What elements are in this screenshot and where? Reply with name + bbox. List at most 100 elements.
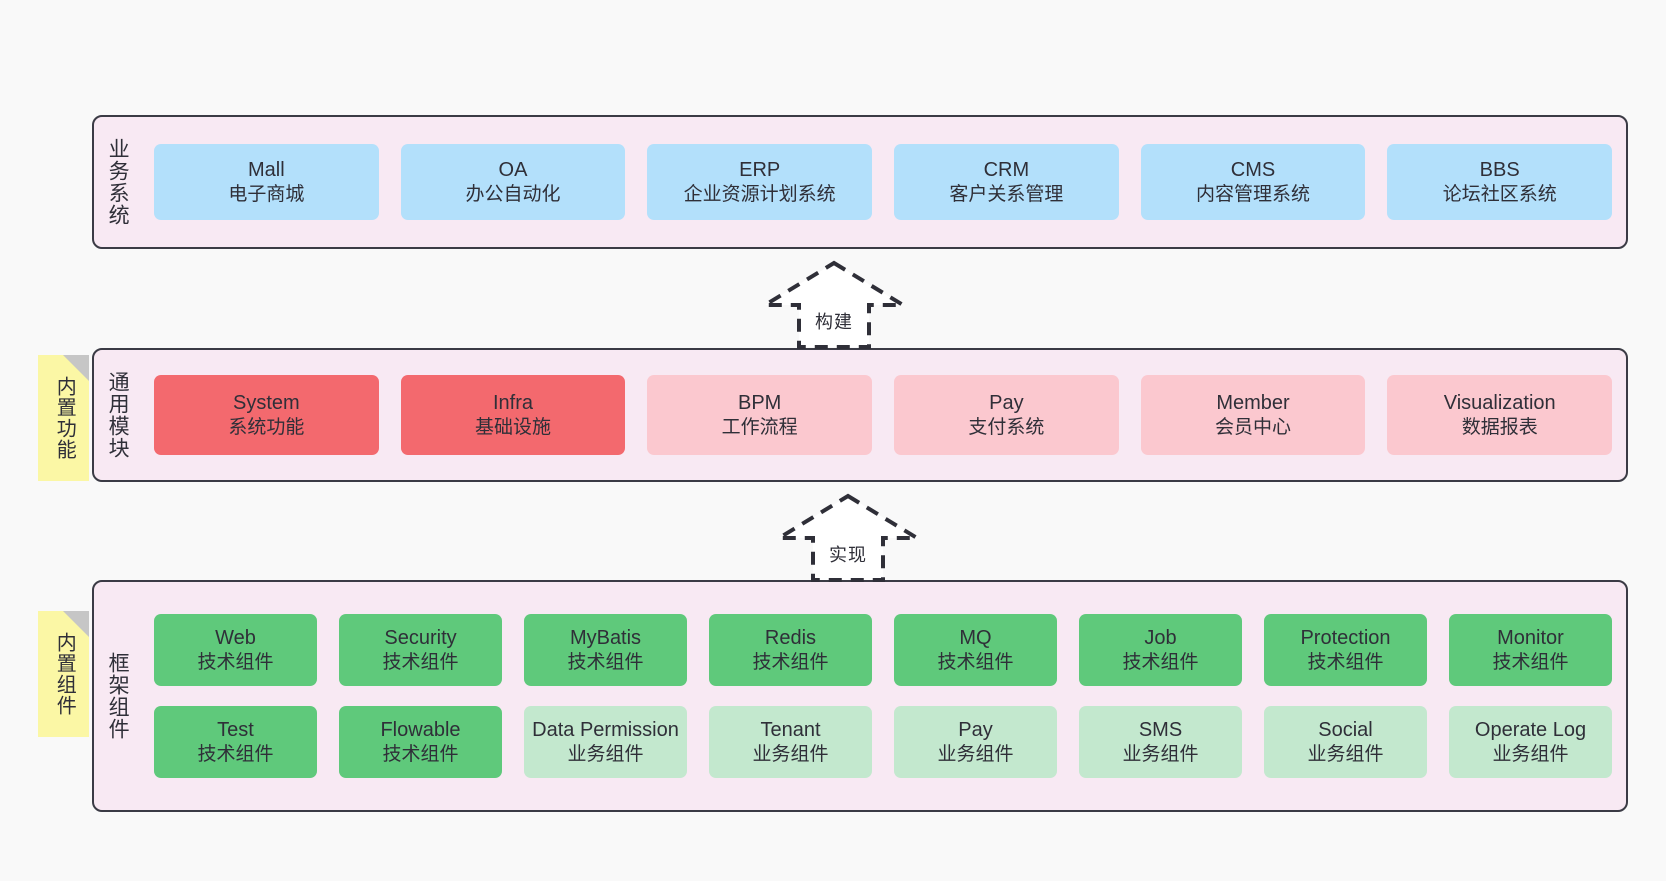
- layer-title-framework-component: 框架组件: [106, 652, 130, 740]
- card-infra[interactable]: Infra 基础设施: [400, 375, 626, 455]
- card-crm-title: CRM: [983, 158, 1030, 181]
- card-operate-log[interactable]: Operate Log 业务组件: [1449, 706, 1612, 778]
- card-test-subtitle: 技术组件: [197, 743, 274, 765]
- card-job-title: Job: [1144, 626, 1177, 649]
- card-bbs[interactable]: BBS 论坛社区系统: [1387, 144, 1613, 220]
- card-erp[interactable]: ERP 企业资源计划系统: [647, 144, 873, 220]
- card-bpm[interactable]: BPM 工作流程: [647, 375, 873, 455]
- card-flowable-subtitle: 技术组件: [382, 743, 459, 765]
- card-monitor[interactable]: Monitor 技术组件: [1449, 614, 1612, 686]
- card-sms[interactable]: SMS 业务组件: [1079, 706, 1242, 778]
- card-redis[interactable]: Redis 技术组件: [709, 614, 872, 686]
- card-oa-subtitle: 办公自动化: [465, 183, 561, 205]
- card-social-subtitle: 业务组件: [1307, 743, 1384, 765]
- card-protection[interactable]: Protection 技术组件: [1264, 614, 1427, 686]
- card-mall-subtitle: 电子商城: [228, 183, 305, 205]
- card-sms-subtitle: 业务组件: [1122, 743, 1199, 765]
- layer-body-common-module: System 系统功能 Infra 基础设施 BPM 工作流程 Pay 支付系统…: [140, 350, 1626, 480]
- card-visualization-title: Visualization: [1443, 391, 1556, 414]
- layer-title-common-module: 通用模块: [106, 371, 130, 459]
- layer-framework-component: 框架组件 Web 技术组件 Security 技术组件 MyBatis 技术组件…: [92, 580, 1628, 812]
- note-builtin-function: 内置功能: [38, 355, 89, 481]
- card-web-subtitle: 技术组件: [197, 651, 274, 673]
- card-system[interactable]: System 系统功能: [154, 375, 379, 455]
- card-oa-title: OA: [498, 158, 528, 181]
- card-erp-subtitle: 企业资源计划系统: [683, 183, 836, 205]
- card-visualization-subtitle: 数据报表: [1461, 416, 1538, 438]
- card-visualization[interactable]: Visualization 数据报表: [1387, 375, 1613, 455]
- card-member-subtitle: 会员中心: [1215, 416, 1292, 438]
- card-infra-subtitle: 基础设施: [475, 416, 552, 438]
- card-mybatis[interactable]: MyBatis 技术组件: [524, 614, 687, 686]
- card-mybatis-subtitle: 技术组件: [567, 651, 644, 673]
- card-protection-title: Protection: [1300, 626, 1391, 649]
- card-web[interactable]: Web 技术组件: [154, 614, 317, 686]
- card-test-title: Test: [217, 718, 254, 741]
- card-crm[interactable]: CRM 客户关系管理: [894, 144, 1119, 220]
- card-pay-module[interactable]: Pay 支付系统: [894, 375, 1119, 455]
- card-tenant-title: Tenant: [760, 718, 821, 741]
- layer-body-business-system: Mall 电子商城 OA 办公自动化 ERP 企业资源计划系统 CRM 客户关系…: [140, 117, 1626, 247]
- arrow-build: 构建: [757, 258, 911, 352]
- card-pay-module-subtitle: 支付系统: [968, 416, 1045, 438]
- arrow-build-icon: [757, 260, 911, 349]
- card-security-subtitle: 技术组件: [382, 651, 459, 673]
- card-member[interactable]: Member 会员中心: [1140, 375, 1366, 455]
- card-mall-title: Mall: [248, 158, 285, 181]
- arrow-implement: 实现: [771, 491, 925, 585]
- card-flowable[interactable]: Flowable 技术组件: [339, 706, 502, 778]
- card-system-title: System: [232, 391, 300, 414]
- card-pay-component[interactable]: Pay 业务组件: [894, 706, 1057, 778]
- layer-title-business-system: 业务系统: [106, 138, 130, 226]
- arrow-build-label: 构建: [815, 312, 853, 332]
- card-pay-component-subtitle: 业务组件: [937, 743, 1014, 765]
- card-protection-subtitle: 技术组件: [1307, 651, 1384, 673]
- card-social-title: Social: [1318, 718, 1373, 741]
- card-operate-log-subtitle: 业务组件: [1492, 743, 1569, 765]
- common-module-row: System 系统功能 Infra 基础设施 BPM 工作流程 Pay 支付系统…: [154, 375, 1613, 455]
- note-builtin-function-label: 内置功能: [53, 376, 76, 460]
- layer-body-framework-component: Web 技术组件 Security 技术组件 MyBatis 技术组件 Redi…: [140, 582, 1626, 810]
- layer-business-system: 业务系统 Mall 电子商城 OA 办公自动化 ERP 企业资源计划系统 CRM: [92, 115, 1628, 249]
- card-bbs-title: BBS: [1479, 158, 1520, 181]
- card-social[interactable]: Social 业务组件: [1264, 706, 1427, 778]
- card-job[interactable]: Job 技术组件: [1079, 614, 1242, 686]
- card-mq[interactable]: MQ 技术组件: [894, 614, 1057, 686]
- card-job-subtitle: 技术组件: [1122, 651, 1199, 673]
- card-redis-title: Redis: [764, 626, 817, 649]
- framework-tech-row: Web 技术组件 Security 技术组件 MyBatis 技术组件 Redi…: [154, 614, 1612, 686]
- card-mall[interactable]: Mall 电子商城: [154, 144, 379, 220]
- card-member-title: Member: [1216, 391, 1290, 414]
- card-redis-subtitle: 技术组件: [752, 651, 829, 673]
- card-oa[interactable]: OA 办公自动化: [400, 144, 626, 220]
- card-bbs-subtitle: 论坛社区系统: [1442, 183, 1557, 205]
- card-system-subtitle: 系统功能: [228, 416, 305, 438]
- card-tenant-subtitle: 业务组件: [752, 743, 829, 765]
- card-test[interactable]: Test 技术组件: [154, 706, 317, 778]
- card-pay-component-title: Pay: [958, 718, 993, 741]
- framework-business-row: Test 技术组件 Flowable 技术组件 Data Permission …: [154, 706, 1612, 778]
- card-operate-log-title: Operate Log: [1474, 718, 1587, 741]
- card-security[interactable]: Security 技术组件: [339, 614, 502, 686]
- card-bpm-title: BPM: [738, 391, 782, 414]
- note-builtin-component-label: 内置组件: [53, 632, 76, 716]
- card-flowable-title: Flowable: [380, 718, 461, 741]
- card-monitor-subtitle: 技术组件: [1492, 651, 1569, 673]
- card-monitor-title: Monitor: [1497, 626, 1564, 649]
- note-builtin-component: 内置组件: [38, 611, 89, 737]
- card-data-permission[interactable]: Data Permission 业务组件: [524, 706, 687, 778]
- card-cms[interactable]: CMS 内容管理系统: [1140, 144, 1366, 220]
- card-mybatis-title: MyBatis: [569, 626, 642, 649]
- card-bpm-subtitle: 工作流程: [721, 416, 798, 438]
- arrow-implement-label: 实现: [829, 545, 867, 565]
- business-system-row: Mall 电子商城 OA 办公自动化 ERP 企业资源计划系统 CRM 客户关系…: [154, 144, 1613, 220]
- card-sms-title: SMS: [1138, 718, 1183, 741]
- card-data-permission-title: Data Permission: [532, 718, 679, 741]
- card-erp-title: ERP: [739, 158, 781, 181]
- card-tenant[interactable]: Tenant 业务组件: [709, 706, 872, 778]
- layer-common-module: 通用模块 System 系统功能 Infra 基础设施 BPM 工作流程 Pay: [92, 348, 1628, 482]
- card-infra-title: Infra: [492, 391, 534, 414]
- card-cms-title: CMS: [1230, 158, 1276, 181]
- card-cms-subtitle: 内容管理系统: [1196, 183, 1311, 205]
